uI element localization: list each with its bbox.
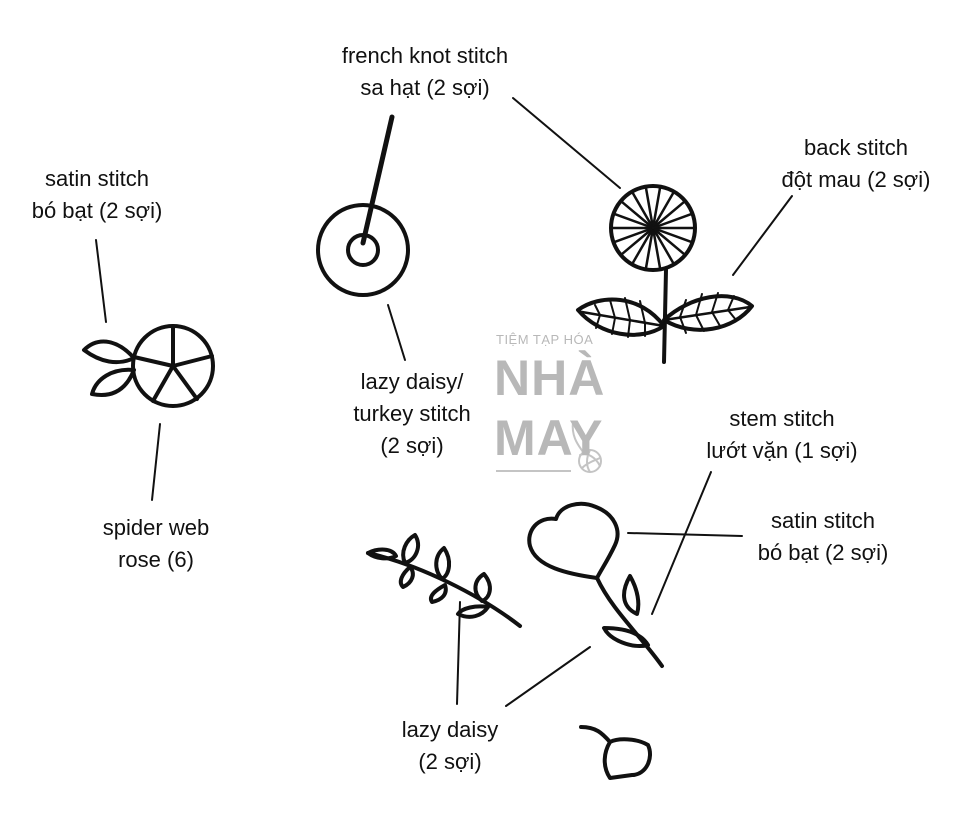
watermark-underline: [496, 470, 571, 472]
leader-lazy-turkey: [388, 305, 405, 360]
label-stem-stitch: stem stitch lướt vặn (1 sợi): [672, 403, 892, 467]
spider-web-rose-icon: [84, 326, 213, 406]
label-french-knot: french knot stitch sa hạt (2 sợi): [312, 40, 538, 104]
label-back-stitch-line1: back stitch: [746, 132, 966, 164]
leaf-sprig-icon: [368, 535, 520, 626]
label-stem-stitch-line2: lướt vặn (1 sợi): [672, 435, 892, 467]
leader-satin-left: [96, 240, 106, 322]
tulip-flower-icon: [529, 504, 662, 666]
label-lazy-turkey-line2: turkey stitch: [330, 398, 494, 430]
label-lazy-daisy: lazy daisy (2 sợi): [370, 714, 530, 778]
label-satin-left-line2: bó bạt (2 sợi): [12, 195, 182, 227]
label-satin-right-line2: bó bạt (2 sợi): [728, 537, 918, 569]
label-spider-web-line1: spider web: [76, 512, 236, 544]
leader-french-knot: [513, 98, 620, 188]
label-satin-left-line1: satin stitch: [12, 163, 182, 195]
label-lazy-daisy-line2: (2 sợi): [370, 746, 530, 778]
label-lazy-turkey-line1: lazy daisy/: [330, 366, 494, 398]
label-satin-right: satin stitch bó bạt (2 sợi): [728, 505, 918, 569]
label-lazy-turkey-line3: (2 sợi): [330, 430, 494, 462]
leader-spider-web: [152, 424, 160, 500]
label-spider-web-line2: rose (6): [76, 544, 236, 576]
label-satin-left: satin stitch bó bạt (2 sợi): [12, 163, 182, 227]
watermark-bottom: MAY: [494, 410, 604, 466]
dandelion-flower-icon: [578, 186, 752, 362]
label-french-knot-line1: french knot stitch: [312, 40, 538, 72]
label-back-stitch: back stitch đột mau (2 sợi): [746, 132, 966, 196]
label-stem-stitch-line1: stem stitch: [672, 403, 892, 435]
watermark-top: TIỆM TẠP HÓA: [496, 332, 593, 347]
french-knot-circle-icon: [318, 117, 408, 295]
label-satin-right-line1: satin stitch: [728, 505, 918, 537]
leader-stem-stitch: [652, 472, 711, 614]
leader-lazy-daisy-left: [457, 602, 460, 704]
label-lazy-turkey: lazy daisy/ turkey stitch (2 sợi): [330, 366, 494, 462]
single-petal-icon: [581, 727, 650, 778]
label-back-stitch-line2: đột mau (2 sợi): [746, 164, 966, 196]
label-french-knot-line2: sa hạt (2 sợi): [312, 72, 538, 104]
leader-back-stitch: [733, 196, 792, 275]
leader-lazy-daisy-right: [506, 647, 590, 706]
label-spider-web: spider web rose (6): [76, 512, 236, 576]
watermark-mid: NHÀ: [494, 350, 605, 406]
label-lazy-daisy-line1: lazy daisy: [370, 714, 530, 746]
